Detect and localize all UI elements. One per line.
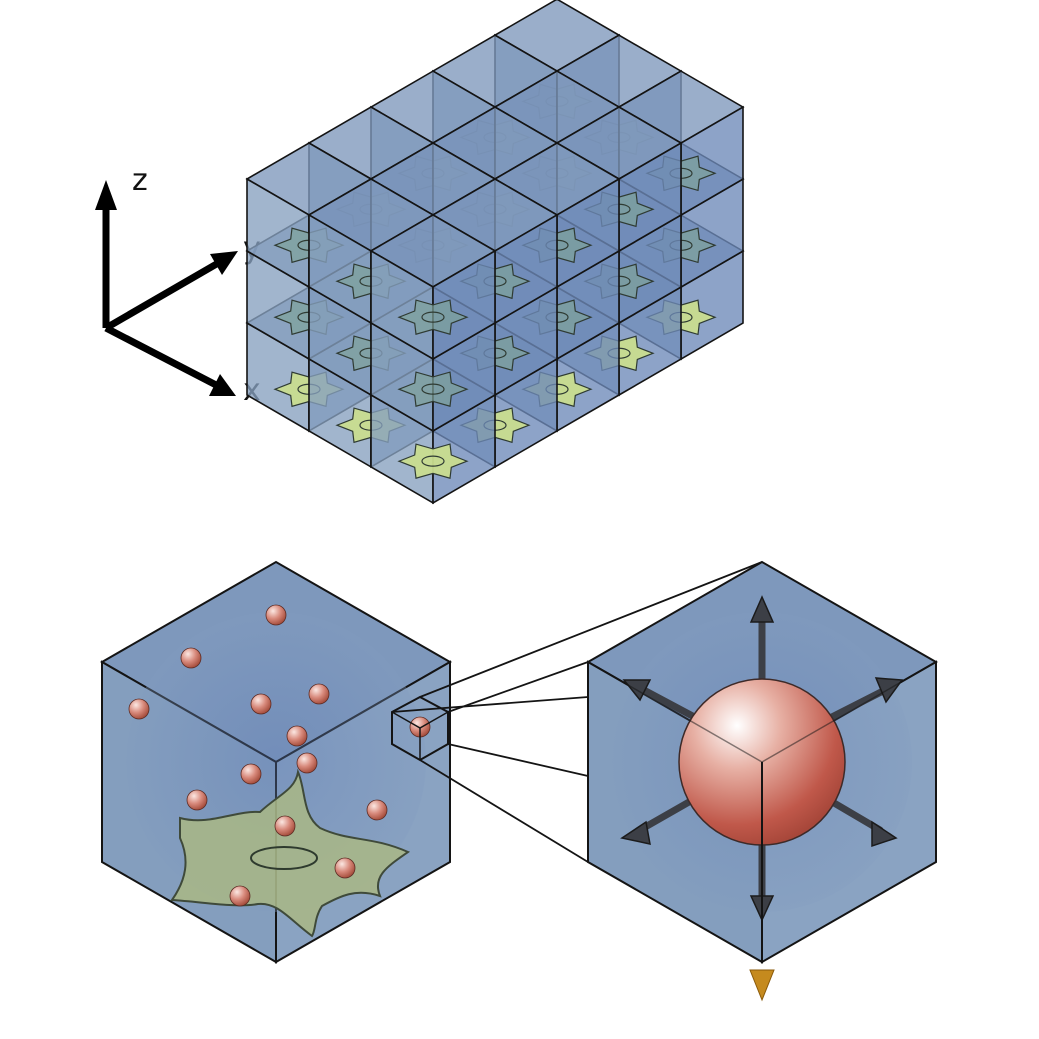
flux-arrowhead-up — [749, 595, 775, 623]
particle — [186, 789, 208, 811]
particle — [296, 752, 318, 774]
particle-group — [128, 604, 431, 907]
sphere-cube-edge-left — [587, 661, 763, 763]
flux-arrow-upper-left — [636, 684, 704, 724]
flux-arrowhead-lower-right — [871, 820, 898, 848]
lattice-cell-nucleus — [421, 383, 445, 395]
flux-out-arrowhead — [749, 969, 775, 1002]
zoom-line-3 — [447, 743, 589, 777]
lattice-cell-nucleus — [421, 311, 445, 323]
zoom-source-box-edge-2 — [391, 711, 421, 729]
y-axis-arrowhead — [210, 251, 238, 275]
particle — [128, 698, 150, 720]
cell-nucleus — [250, 846, 318, 870]
particle — [180, 647, 202, 669]
zoom-source-box-edge-3 — [419, 711, 449, 729]
particle — [308, 683, 330, 705]
particle — [334, 857, 356, 879]
zoomed-cube — [585, 560, 939, 1002]
zoom-lines — [391, 561, 763, 863]
particle — [250, 693, 272, 715]
y-axis-line — [104, 258, 222, 332]
zoom-line-5 — [391, 696, 589, 713]
lattice-cell — [397, 371, 469, 407]
zoom-line-1 — [419, 561, 763, 698]
particle — [286, 725, 308, 747]
detail-cube — [99, 560, 453, 964]
particle — [274, 815, 296, 837]
axis-triad: z y x — [95, 163, 261, 408]
zoom-line-2 — [447, 661, 589, 713]
lattice-cube — [369, 214, 497, 361]
lattice-cell-nucleus — [421, 455, 445, 467]
lattice-cell — [397, 443, 469, 479]
x-axis-arrowhead — [209, 374, 236, 396]
particle — [240, 763, 262, 785]
flux-arrow-upper-right — [822, 686, 889, 724]
flux-arrowhead-upper-right — [874, 677, 904, 704]
lattice-cell — [397, 299, 469, 335]
flux-arrowhead-lower-left — [620, 820, 651, 845]
particle — [366, 799, 388, 821]
cube-lattice — [245, 0, 745, 505]
sphere-cube-edge-right — [761, 661, 937, 763]
z-axis-arrowhead — [95, 180, 117, 210]
x-axis-line — [104, 324, 220, 390]
zoom-line-4 — [419, 759, 589, 863]
z-axis-label: z — [132, 163, 148, 198]
particle — [229, 885, 251, 907]
particle — [265, 604, 287, 626]
